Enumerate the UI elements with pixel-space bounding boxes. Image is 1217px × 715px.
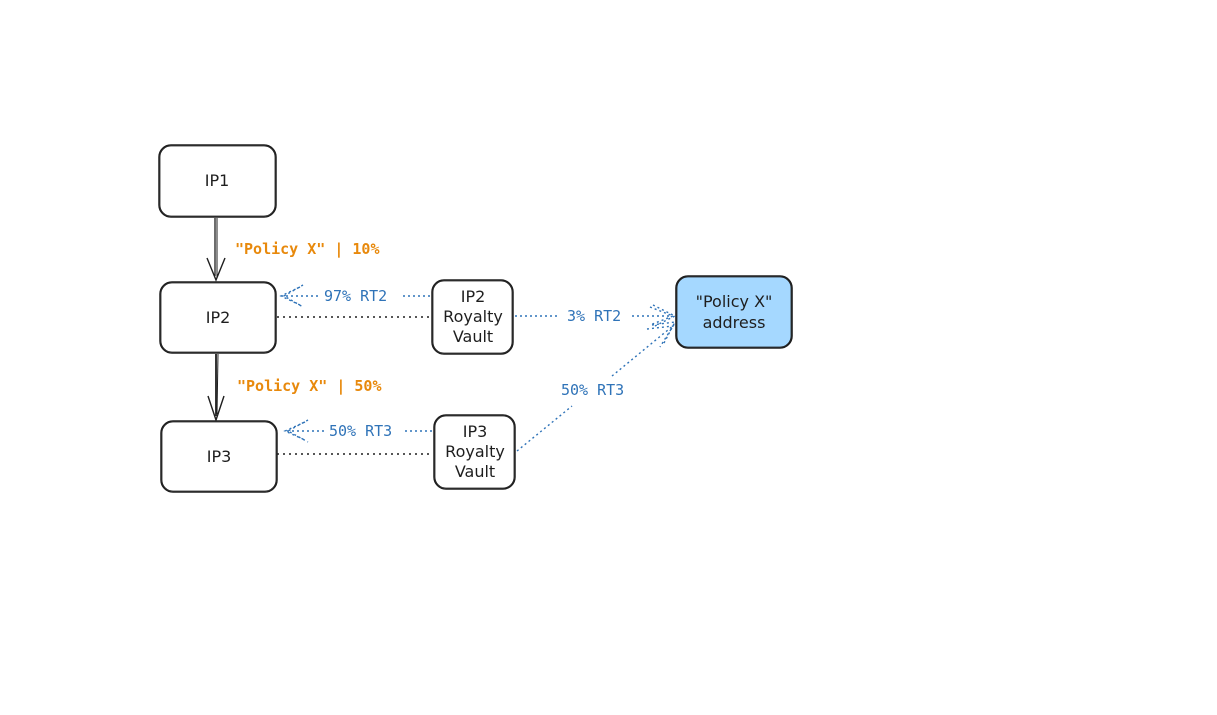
ip2-vault-line-2: Royalty: [443, 307, 503, 326]
policy-address-line-2: address: [703, 313, 766, 332]
ip1-node[interactable]: IP1: [158, 144, 277, 218]
vault2-to-policy-arrow: [515, 304, 677, 328]
ip3-node[interactable]: IP3: [160, 420, 278, 493]
ip2-vault-line-1: IP2: [461, 287, 486, 306]
vault2-to-ip2-label: 97% RT2: [324, 287, 387, 305]
ip2-to-ip3-arrow: [207, 353, 225, 423]
vault3-to-policy-label: 50% RT3: [561, 381, 624, 399]
ip1-to-ip2-label: "Policy X" | 10%: [235, 240, 380, 259]
ip3-vault-line-3: Vault: [455, 462, 495, 481]
ip3-vault-line-1: IP3: [463, 422, 488, 441]
ip1-to-ip2-arrow: [206, 218, 226, 282]
ip2-royalty-vault-node[interactable]: IP2 Royalty Vault: [431, 279, 514, 355]
vault3-to-ip3-arrow: [283, 419, 432, 443]
ip2-node[interactable]: IP2: [159, 281, 277, 354]
vault2-to-ip2-arrow: [279, 284, 430, 308]
vault3-to-policy-arrow: [516, 321, 677, 452]
ip3-royalty-vault-node[interactable]: IP3 Royalty Vault: [433, 414, 516, 490]
ip2-label: IP2: [206, 308, 231, 327]
ip1-label: IP1: [205, 171, 230, 190]
vault2-to-policy-label: 3% RT2: [567, 307, 621, 325]
policy-address-line-1: "Policy X": [696, 292, 773, 311]
ip3-vault-line-2: Royalty: [445, 442, 505, 461]
vault3-to-ip3-label: 50% RT3: [329, 422, 392, 440]
ip2-to-ip3-label: "Policy X" | 50%: [237, 377, 382, 396]
policy-x-address-node[interactable]: "Policy X" address: [675, 275, 793, 349]
ip3-label: IP3: [207, 447, 232, 466]
ip2-vault-line-3: Vault: [453, 327, 493, 346]
